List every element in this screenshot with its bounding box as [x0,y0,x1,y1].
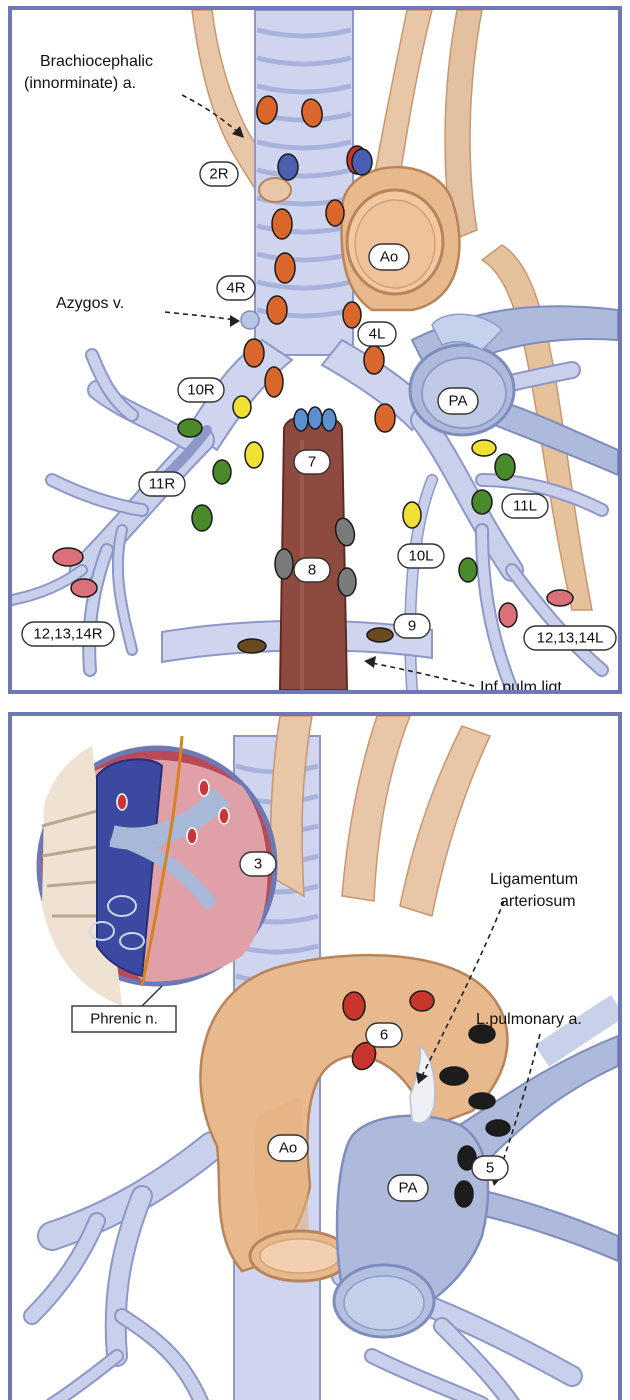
label-12-13-14R: 12,13,14R [22,622,114,646]
top-diagram: Brachiocephalic (innorminate) a. Azygos … [12,10,618,690]
node-pink [53,548,83,566]
node-green [472,490,492,514]
node-green [495,454,515,480]
svg-text:3: 3 [254,856,262,873]
inf-pulm-ligt-callout: Inf.pulm.ligt. [480,679,566,690]
label-5: 5 [472,1156,508,1180]
top-panel-mediastinal-lymph-nodes: Brachiocephalic (innorminate) a. Azygos … [8,6,622,694]
label-9: 9 [394,614,430,638]
node-lightblue [308,407,322,429]
bottom-panel-aortopulmonary-nodes: Ligamentum arteriosum L.pulmonary a. Phr… [8,712,622,1400]
node-orange [375,404,395,432]
node-blue [278,154,298,180]
arch-vessel-2 [342,716,410,901]
label-7: 7 [294,450,330,474]
node-green [213,460,231,484]
bottom-diagram: Ligamentum arteriosum L.pulmonary a. Phr… [12,716,618,1400]
node-pink [71,579,97,597]
svg-text:11R: 11R [149,476,176,493]
label-Ao: Ao [369,244,409,270]
node-black [469,1093,495,1109]
svg-text:4R: 4R [226,280,245,297]
azygos-arrow [165,312,234,320]
brachiocephalic-callout-line2: (innorminate) a. [24,75,136,92]
svg-text:2R: 2R [209,166,228,183]
node-yellow [233,396,251,418]
node-yellow [403,502,421,528]
label-8: 8 [294,558,330,582]
label-PA-bottom: PA [388,1175,428,1201]
inf-pulm-arrowhead [364,656,376,668]
svg-text:4L: 4L [369,326,386,343]
node-green [459,558,477,582]
node-black [486,1120,510,1136]
node-brown [367,628,393,642]
azygos-callout: Azygos v. [56,295,124,312]
node-orange [275,253,295,283]
svg-text:PA: PA [399,1180,418,1197]
node-orange [364,346,384,374]
node-lightblue [322,409,336,431]
azygos-vein [241,311,259,329]
label-10L: 10L [398,544,444,568]
svg-text:Phrenic n.: Phrenic n. [90,1011,158,1028]
node-red [343,992,365,1020]
brachiocephalic-callout-line1: Brachiocephalic [40,53,153,70]
arch-vessel-3 [400,726,490,916]
ligamentum-callout-line2: arteriosum [500,893,576,910]
node-red [410,991,434,1011]
label-PA: PA [438,388,478,414]
label-2R: 2R [200,162,238,186]
node-black [440,1067,468,1085]
node-yellow [472,440,496,456]
svg-text:10L: 10L [408,548,433,565]
svg-text:12,13,14R: 12,13,14R [33,626,102,643]
node-pink [547,590,573,606]
label-11R: 11R [139,472,185,496]
node-gray [338,568,356,596]
svg-text:5: 5 [486,1160,494,1177]
inf-pulm-arrow [372,663,474,686]
node-orange [272,209,292,239]
label-12-13-14L: 12,13,14L [524,626,616,650]
node-orange [267,296,287,324]
l-pulmonary-callout: L.pulmonary a. [476,1011,582,1028]
node-black [455,1181,473,1207]
node-blue [352,149,372,175]
node-brown [238,639,266,653]
svg-text:6: 6 [380,1027,388,1044]
svg-text:8: 8 [308,562,316,579]
label-Ao-bottom: Ao [268,1135,308,1161]
svg-text:10R: 10R [187,382,215,399]
node-green [192,505,212,531]
svg-text:Ao: Ao [279,1140,297,1157]
ligamentum-callout-line1: Ligamentum [490,871,578,888]
node-orange [326,200,344,226]
svg-text:11L: 11L [513,498,537,515]
label-4R: 4R [217,276,255,300]
node-green [178,419,202,437]
svg-text:7: 7 [308,454,316,471]
svg-text:PA: PA [449,393,468,410]
node-gray [275,549,293,579]
svg-text:Ao: Ao [380,249,398,266]
node-lightblue [294,409,308,431]
node-pink [499,603,517,627]
label-6: 6 [366,1023,402,1047]
node-orange [343,302,361,328]
label-3: 3 [240,852,276,876]
brachiocephalic-cut-end [259,178,291,202]
svg-text:12,13,14L: 12,13,14L [537,630,604,647]
label-4L: 4L [358,322,396,346]
label-10R: 10R [178,378,224,402]
node-orange [244,339,264,367]
node-yellow [245,442,263,468]
label-phrenic: Phrenic n. [72,1006,176,1032]
svg-text:9: 9 [408,618,416,635]
azygos-arrowhead [230,315,240,327]
label-11L: 11L [502,494,548,518]
node-orange [265,367,283,397]
